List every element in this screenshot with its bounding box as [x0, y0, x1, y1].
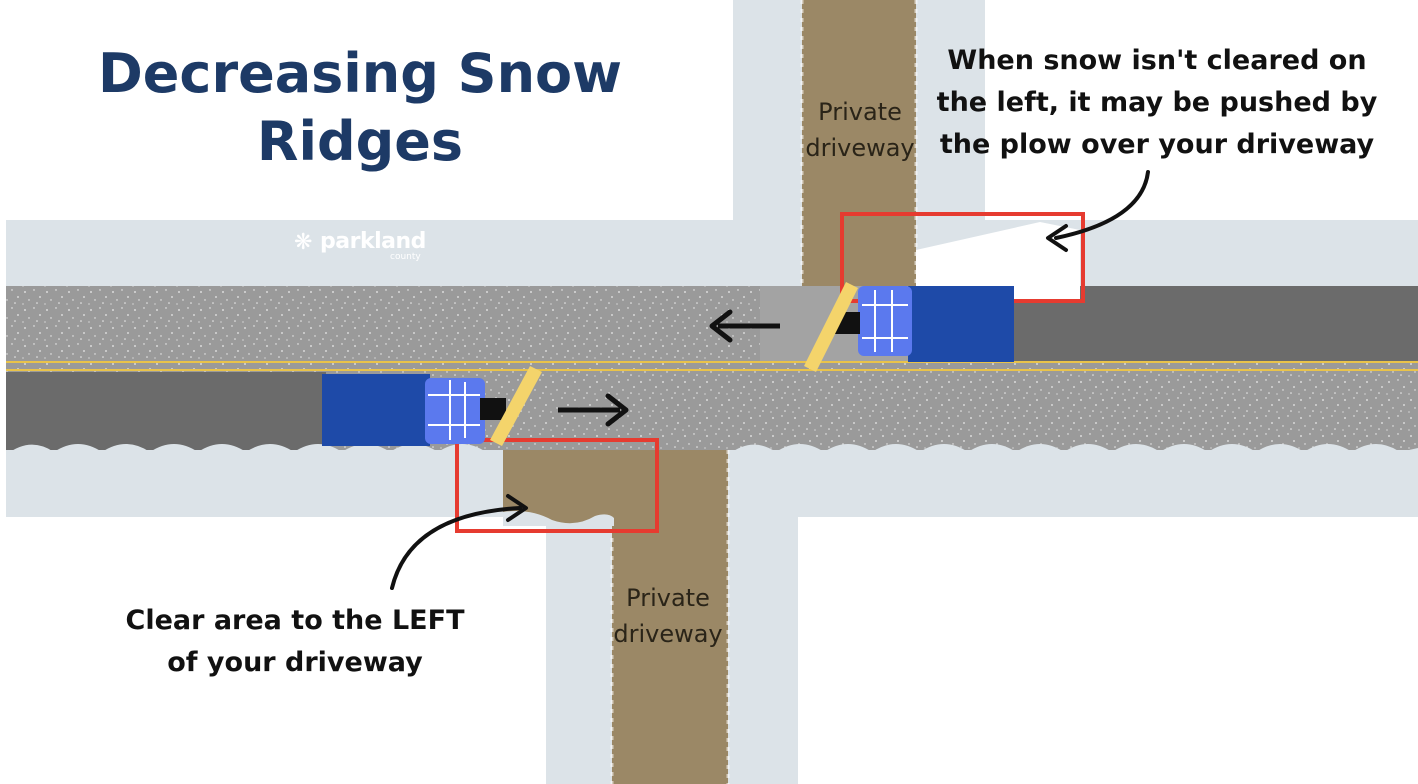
- page-title: Decreasing Snow Ridges: [80, 40, 640, 176]
- driveway-label-top: Private driveway: [800, 94, 920, 166]
- snow-ridge-bottom: [503, 511, 614, 526]
- direction-arrow-icon-east: [558, 393, 629, 427]
- curved-arrow-icon-bottom: [390, 494, 528, 590]
- annotation-bottom-line-2: of your driveway: [167, 647, 423, 678]
- title-line-1: Decreasing Snow: [97, 42, 623, 105]
- driveway-label-top-line-1: Private: [818, 98, 902, 126]
- driveway-label-bottom: Private driveway: [608, 580, 728, 652]
- snow-edge-south: [6, 444, 486, 460]
- annotation-top-line-3: the plow over your driveway: [939, 129, 1375, 160]
- snow-bank-north: [6, 220, 1418, 290]
- driveway-label-bottom-line-1: Private: [626, 584, 710, 612]
- annotation-top-line-2: the left, it may be pushed by: [936, 87, 1378, 118]
- snowplow-icon-westbound: [804, 282, 1014, 372]
- title-line-2: Ridges: [256, 110, 464, 173]
- driveway-label-bottom-line-2: driveway: [613, 620, 723, 648]
- road-unplowed-west: [6, 372, 326, 450]
- annotation-bottom-line-1: Clear area to the LEFT: [125, 605, 465, 636]
- leaf-swoosh-icon: ❋: [294, 230, 313, 255]
- direction-arrow-icon-west: [709, 309, 780, 343]
- logo-subtitle: county: [390, 252, 421, 262]
- snow-ridge-top: [916, 222, 1080, 300]
- logo-name: parkland: [320, 229, 426, 254]
- highlight-box-bottom: [455, 438, 659, 533]
- driveway-top: [802, 0, 916, 286]
- snowplow-icon-eastbound: [322, 366, 542, 446]
- annotation-bottom-left: Clear area to the LEFT of your driveway: [110, 600, 480, 684]
- snow-edge-south-right: [728, 444, 1418, 460]
- annotation-top-right: When snow isn't cleared on the left, it …: [932, 40, 1382, 166]
- annotation-top-line-1: When snow isn't cleared on: [947, 45, 1367, 76]
- curved-arrow-icon-top: [1046, 170, 1150, 252]
- driveway-bottom: [612, 450, 728, 784]
- driveway-label-top-line-2: driveway: [805, 134, 915, 162]
